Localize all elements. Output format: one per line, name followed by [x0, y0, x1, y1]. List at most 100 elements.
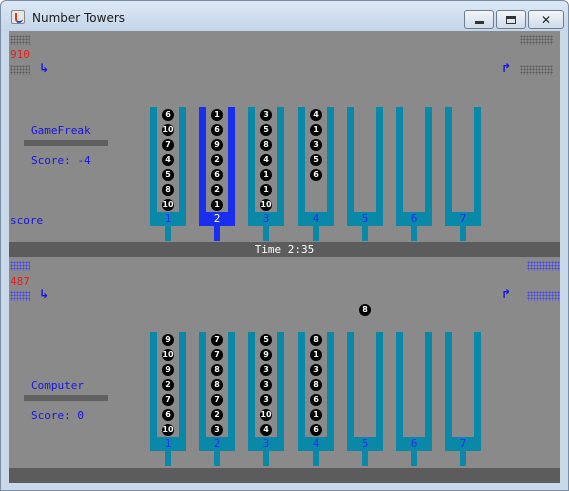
tower-5[interactable]: 5	[347, 332, 383, 466]
number-disc[interactable]: 4	[310, 109, 322, 121]
tower-label: 3	[262, 437, 270, 450]
maximize-button[interactable]	[496, 10, 526, 29]
number-disc[interactable]: 7	[162, 394, 174, 406]
number-disc[interactable]: 5	[162, 169, 174, 181]
number-disc[interactable]: 3	[310, 364, 322, 376]
tower-wall-r	[425, 107, 432, 226]
number-disc[interactable]: 10	[162, 349, 174, 361]
number-disc[interactable]: 6	[162, 109, 174, 121]
tower-wall-r	[277, 107, 284, 226]
number-disc[interactable]: 9	[162, 334, 174, 346]
number-disc[interactable]: 2	[211, 154, 223, 166]
player-progress-bar	[24, 140, 108, 146]
player-progress-bar	[24, 395, 108, 401]
number-disc[interactable]: 7	[162, 139, 174, 151]
tower-base	[199, 212, 235, 226]
number-disc[interactable]: 1	[260, 184, 272, 196]
number-disc[interactable]: 9	[260, 349, 272, 361]
number-disc[interactable]: 8	[162, 184, 174, 196]
tower-7[interactable]: 7	[445, 332, 481, 466]
turn-right-arrow-icon[interactable]: ↳	[39, 61, 50, 75]
number-disc[interactable]: 2	[162, 379, 174, 391]
number-disc[interactable]: 5	[260, 334, 272, 346]
number-disc[interactable]: 9	[211, 139, 223, 151]
number-disc[interactable]: 7	[211, 334, 223, 346]
turn-up-arrow-icon[interactable]: ↱	[501, 61, 512, 75]
tower-wall-l	[347, 107, 354, 226]
tower-wall-r	[228, 107, 235, 226]
tower-3[interactable]: 3 5 9 3 3 3 10 4	[248, 332, 284, 466]
minimize-button[interactable]	[464, 10, 494, 29]
number-disc[interactable]: 6	[162, 409, 174, 421]
number-disc[interactable]: 6	[310, 394, 322, 406]
number-disc[interactable]: 9	[162, 364, 174, 376]
tower-stem	[263, 226, 269, 241]
number-disc[interactable]: 1	[310, 349, 322, 361]
tower-6[interactable]: 6	[396, 332, 432, 466]
tower-6[interactable]: 6	[396, 107, 432, 241]
tower-7[interactable]: 7	[445, 107, 481, 241]
close-button[interactable]: ✕	[528, 10, 564, 29]
number-disc[interactable]: 6	[211, 169, 223, 181]
tower-wall-l	[248, 332, 255, 451]
tower-stem	[313, 226, 319, 241]
number-disc[interactable]: 8	[211, 379, 223, 391]
number-disc[interactable]: 2	[211, 184, 223, 196]
turn-right-arrow-icon[interactable]: ↳	[39, 287, 50, 301]
dot-pad-icon	[10, 261, 30, 271]
title-bar[interactable]: Number Towers ✕	[1, 1, 568, 31]
tower-label: 7	[459, 437, 467, 450]
number-disc[interactable]: 8	[260, 139, 272, 151]
number-disc[interactable]: 1	[211, 199, 223, 211]
number-disc[interactable]: 4	[260, 424, 272, 436]
number-disc[interactable]: 5	[260, 124, 272, 136]
number-disc[interactable]: 1	[260, 169, 272, 181]
number-disc[interactable]: 1	[310, 409, 322, 421]
number-disc[interactable]: 3	[260, 109, 272, 121]
score-label: score	[10, 214, 44, 227]
number-disc[interactable]: 4	[162, 154, 174, 166]
tower-wall-r	[474, 332, 481, 451]
number-disc[interactable]: 1	[211, 109, 223, 121]
number-disc[interactable]: 10	[260, 199, 272, 211]
number-disc[interactable]: 7	[211, 394, 223, 406]
number-disc[interactable]: 3	[260, 379, 272, 391]
number-disc[interactable]: 8	[310, 334, 322, 346]
dot-pad-icon	[527, 261, 560, 271]
number-disc[interactable]: 2	[211, 409, 223, 421]
number-disc[interactable]: 5	[310, 154, 322, 166]
number-disc[interactable]: 1	[310, 124, 322, 136]
tower-wall-l	[199, 332, 206, 451]
number-disc[interactable]: 3	[211, 424, 223, 436]
number-disc[interactable]: 8	[211, 364, 223, 376]
number-disc[interactable]: 10	[162, 424, 174, 436]
number-disc[interactable]: 3	[260, 364, 272, 376]
number-disc[interactable]: 8	[310, 379, 322, 391]
number-disc[interactable]: 10	[260, 409, 272, 421]
tower-stem	[362, 226, 368, 241]
tower-5[interactable]: 5	[347, 107, 383, 241]
number-disc[interactable]: 3	[310, 139, 322, 151]
tower-base	[298, 437, 334, 451]
dot-pad-icon	[520, 65, 553, 75]
number-disc[interactable]: 10	[162, 124, 174, 136]
tower-base	[396, 212, 432, 226]
number-disc[interactable]: 6	[310, 424, 322, 436]
player-name: GameFreak	[31, 124, 91, 137]
number-disc[interactable]: 10	[162, 199, 174, 211]
number-disc[interactable]: 6	[211, 124, 223, 136]
tower-label: 2	[213, 437, 221, 450]
number-disc[interactable]: 7	[211, 349, 223, 361]
turn-up-arrow-icon[interactable]: ↱	[501, 287, 512, 301]
number-disc[interactable]: 6	[310, 169, 322, 181]
number-disc[interactable]: 4	[260, 154, 272, 166]
floating-disc[interactable]: 8	[359, 304, 371, 316]
number-disc[interactable]: 3	[260, 394, 272, 406]
